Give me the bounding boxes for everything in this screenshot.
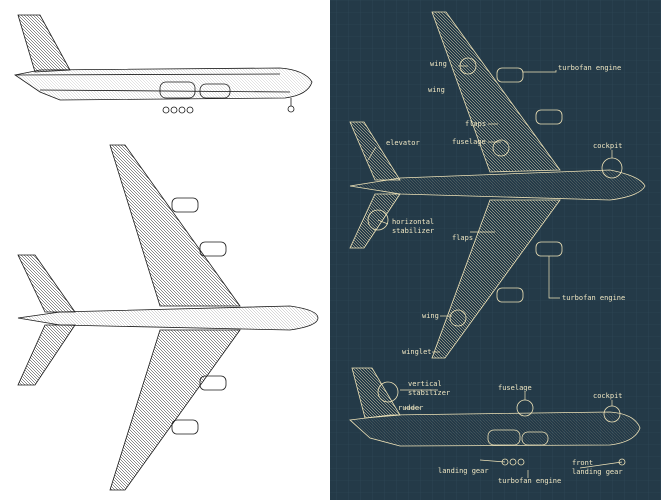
label-stabilizer: stabilizer (392, 227, 434, 235)
label-flaps-top: flaps (465, 120, 486, 128)
right-top-view (349, 11, 646, 359)
label-wing-bottom: wing (422, 312, 439, 320)
label-horizontal: horizontal (392, 218, 434, 226)
label-elevator: elevator (386, 139, 420, 147)
label-rudder: rudder (398, 404, 423, 412)
label-wing-top: wing (430, 60, 447, 68)
label-wing-top-2: wing (428, 86, 445, 94)
label-turbofan-mid: turbofan engine (562, 294, 625, 302)
label-winglet: winglet (402, 348, 432, 356)
label-vertical-stabilizer: stabilizer (408, 389, 450, 397)
label-fuselage-side: fuselage (498, 384, 532, 392)
label-cockpit-top: cockpit (593, 142, 623, 150)
label-flaps-bottom: flaps (452, 234, 473, 242)
label-landing-gear: landing gear (438, 467, 489, 475)
right-side-view (349, 367, 641, 466)
left-side-view (13, 14, 313, 114)
label-turbofan-side: turbofan engine (498, 477, 561, 485)
left-top-view (17, 144, 319, 491)
blueprint-labels: wing wing turbofan engine flaps fuselage… (386, 60, 625, 485)
label-vertical: vertical (408, 380, 442, 388)
label-front: front (572, 459, 593, 467)
label-turbofan-top: turbofan engine (558, 64, 621, 72)
label-front-landing-gear: landing gear (572, 468, 623, 476)
leader-lines (367, 65, 623, 478)
label-cockpit-side: cockpit (593, 392, 623, 400)
label-fuselage-top: fuselage (452, 138, 486, 146)
